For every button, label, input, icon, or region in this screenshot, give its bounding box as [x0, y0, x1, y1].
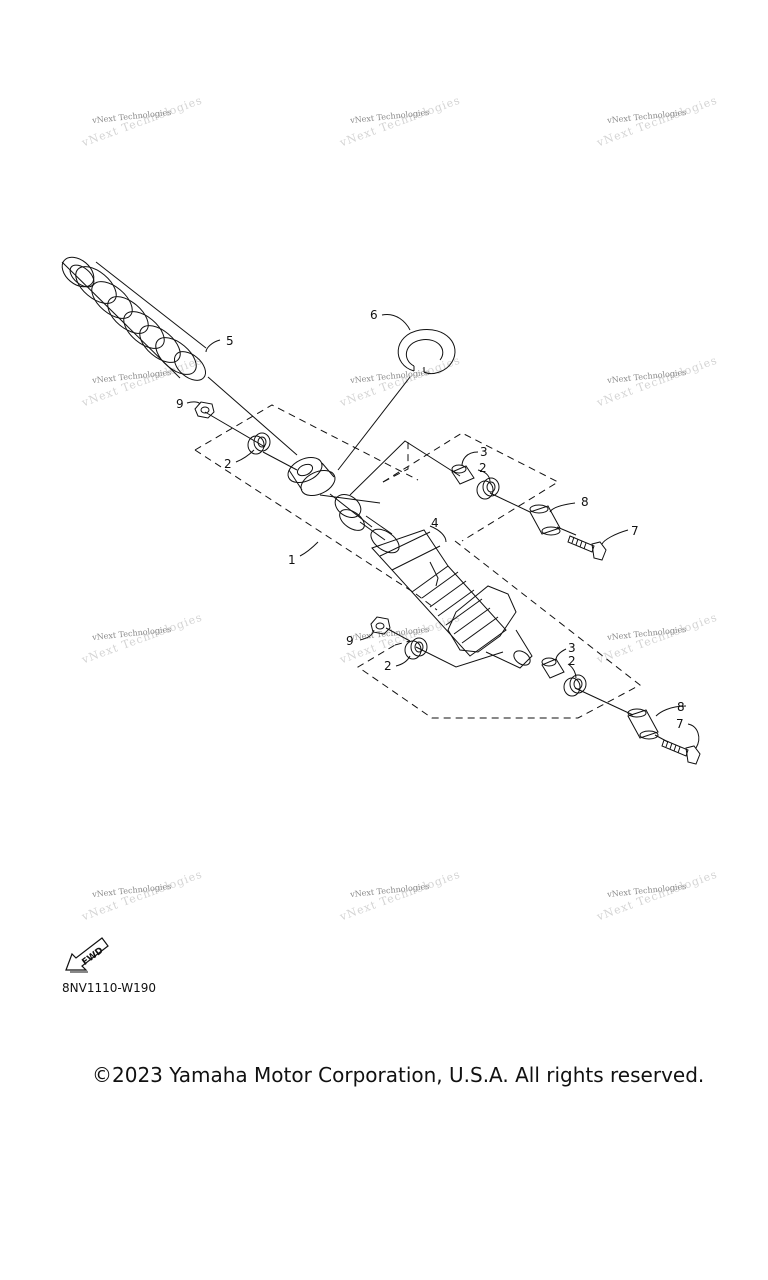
- callout-8: 8: [581, 495, 589, 509]
- bolt-upper: [567, 535, 607, 561]
- callout-8: 8: [677, 700, 685, 714]
- callout-4: 4: [431, 516, 439, 530]
- retainer-clip: [397, 328, 456, 375]
- callout-9: 9: [346, 634, 354, 648]
- bushing-upper-left: [247, 432, 271, 455]
- callout-2: 2: [479, 461, 487, 475]
- diagram-code: 8NV1110-W190: [62, 981, 156, 995]
- bushing-upper-right: [476, 477, 500, 500]
- callout-9: 9: [176, 397, 184, 411]
- nut-upper: [194, 401, 215, 419]
- shock-absorber: [334, 494, 533, 669]
- spacer-upper: [529, 504, 561, 536]
- bushing-lower-right: [563, 674, 587, 697]
- callout-1: 1: [288, 553, 296, 567]
- callout-6: 6: [370, 308, 378, 322]
- callout-labels: 1 2 2 2 2 3 3 4 5 6 7 7 8 8 9 9: [176, 308, 685, 731]
- coil-spring: [61, 256, 207, 381]
- forward-arrow-icon: FWD: [65, 937, 109, 973]
- callout-3: 3: [480, 445, 488, 459]
- collar-lower: [541, 657, 565, 679]
- callout-leaders: [186, 313, 700, 749]
- callout-3: 3: [568, 641, 576, 655]
- spacer-lower: [627, 708, 659, 740]
- bolt-lower: [661, 739, 701, 765]
- collar-upper: [451, 464, 475, 485]
- assembly-boundary: [194, 404, 641, 719]
- callout-5: 5: [226, 334, 234, 348]
- callout-2: 2: [384, 659, 392, 673]
- callout-2: 2: [568, 654, 576, 668]
- callout-7: 7: [676, 717, 684, 731]
- leader-lines: [204, 376, 669, 743]
- bushing-lower-left: [404, 637, 428, 660]
- copyright-notice: ©2023 Yamaha Motor Corporation, U.S.A. A…: [92, 1063, 705, 1087]
- spring-seat: [287, 456, 336, 497]
- callout-7: 7: [631, 524, 639, 538]
- callout-2: 2: [224, 457, 232, 471]
